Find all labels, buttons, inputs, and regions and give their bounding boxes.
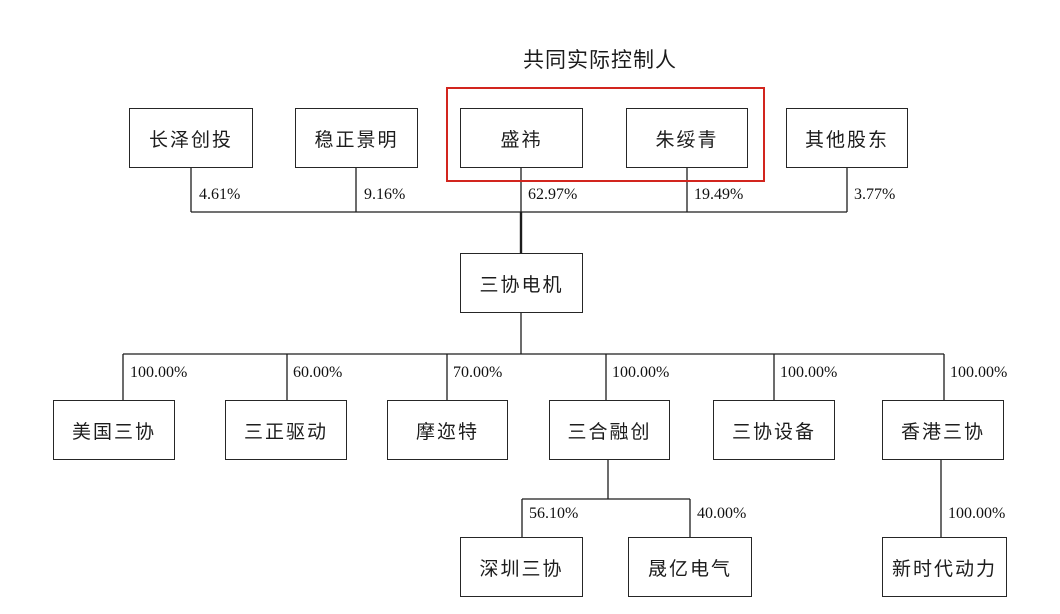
ownership-pct-others: 3.77% xyxy=(854,186,896,203)
ownership-pct-moerte: 70.00% xyxy=(453,364,503,381)
ownership-pct-usa-sanxie: 100.00% xyxy=(130,364,188,381)
ownership-pct-zhusuiqing: 19.49% xyxy=(694,186,744,203)
ownership-pct-wenzheng: 9.16% xyxy=(364,186,406,203)
ownership-pct-shengyi: 62.97% xyxy=(528,186,578,203)
company-box-sanxie-motor: 三协电机 xyxy=(460,253,583,313)
subsub-box-shengyi-electric: 晟亿电气 xyxy=(628,537,752,597)
ownership-pct-changze: 4.61% xyxy=(199,186,241,203)
shareholder-box-other-shareholders: 其他股东 xyxy=(786,108,908,168)
subsidiary-box-sanxie-equipment: 三协设备 xyxy=(713,400,835,460)
subsidiary-box-sanzheng-drive: 三正驱动 xyxy=(225,400,347,460)
subsub-box-shenzhen-sanxie: 深圳三协 xyxy=(460,537,583,597)
ownership-pct-hongkong: 100.00% xyxy=(950,364,1008,381)
ownership-pct-shenzhen-sanxie: 56.10% xyxy=(529,505,579,522)
diagram-title: 共同实际控制人 xyxy=(523,48,677,72)
subsidiary-box-sanhe-rongchuang: 三合融创 xyxy=(549,400,670,460)
shareholder-box-zhusuiqing: 朱绥青 xyxy=(626,108,748,168)
joint-controllers-highlight xyxy=(446,87,765,182)
subsidiary-box-moerte: 摩迩特 xyxy=(387,400,508,460)
shareholder-box-changze-chuangtou: 长泽创投 xyxy=(129,108,253,168)
ownership-pct-equipment: 100.00% xyxy=(780,364,838,381)
ownership-pct-shengyi-electric: 40.00% xyxy=(697,505,747,522)
subsidiary-box-hongkong-sanxie: 香港三协 xyxy=(882,400,1004,460)
shareholder-box-shengyi: 盛祎 xyxy=(460,108,583,168)
subsub-box-new-era-power: 新时代动力 xyxy=(882,537,1007,597)
shareholder-box-wenzheng-jingming: 稳正景明 xyxy=(295,108,418,168)
ownership-pct-sanhe: 100.00% xyxy=(612,364,670,381)
ownership-pct-sanzheng: 60.00% xyxy=(293,364,343,381)
ownership-pct-new-era-power: 100.00% xyxy=(948,505,1006,522)
subsidiary-box-usa-sanxie: 美国三协 xyxy=(53,400,175,460)
